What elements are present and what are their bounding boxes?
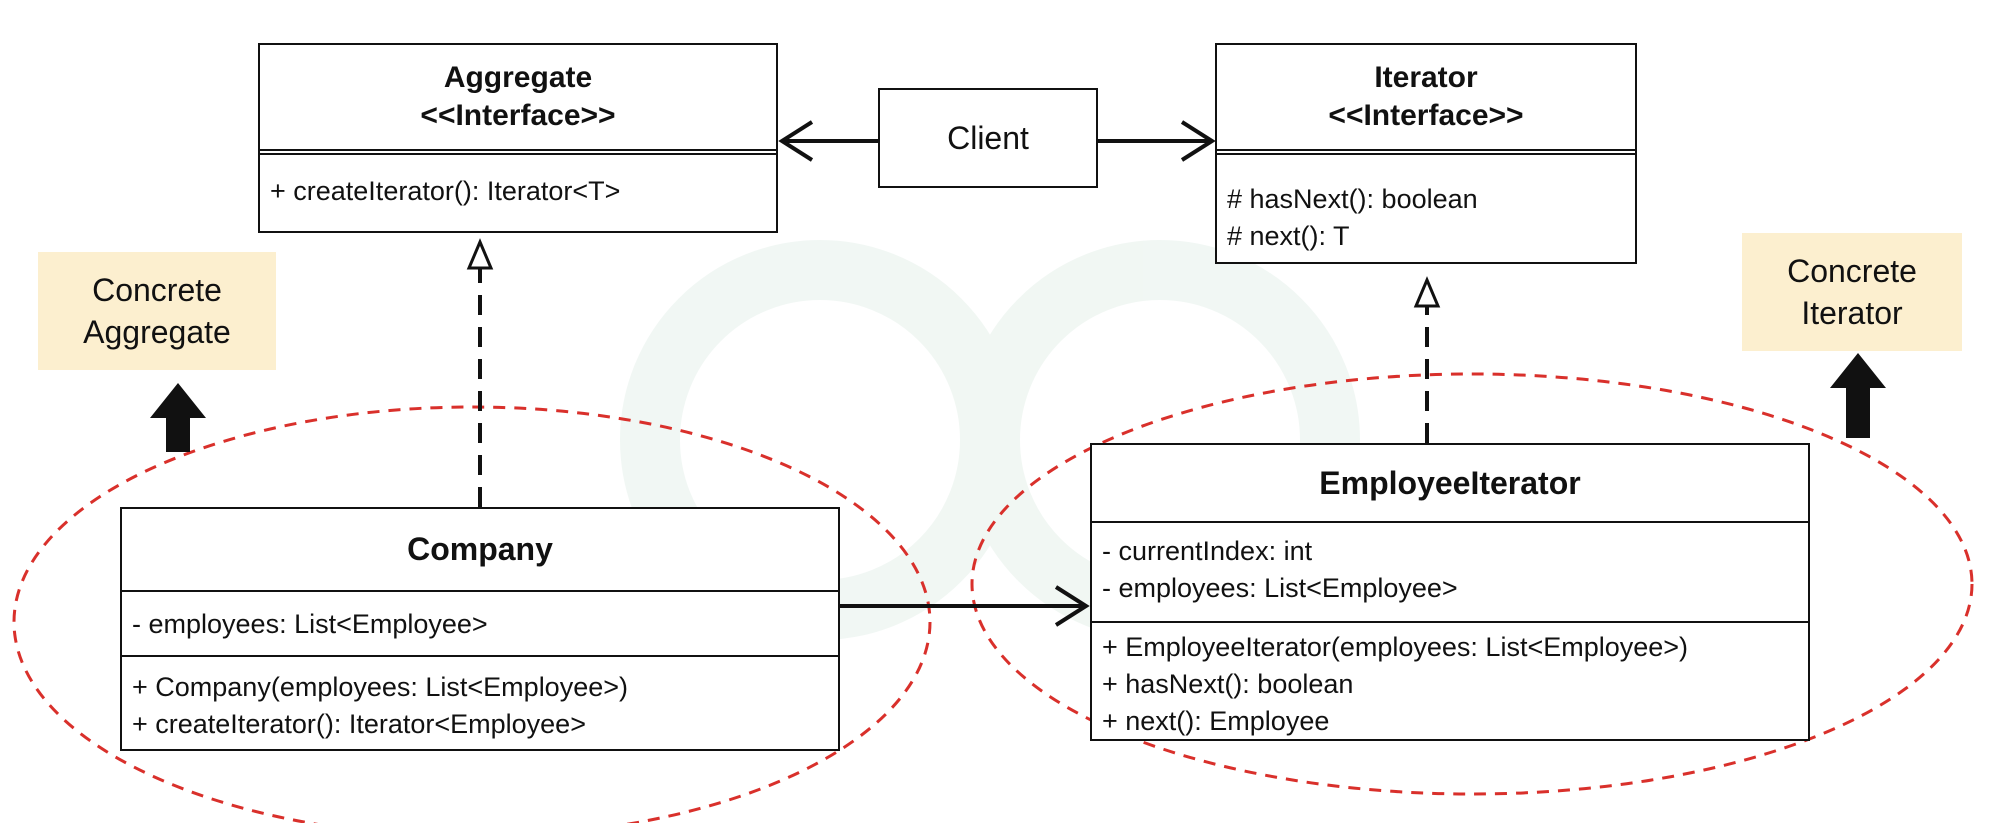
company-attribute: - employees: List<Employee> [132, 609, 488, 639]
company-methods: + Company(employees: List<Employee>) + c… [122, 655, 838, 749]
aggregate-methods: + createIterator(): Iterator<T> [260, 149, 776, 231]
concrete-aggregate-note: Concrete Aggregate [38, 252, 276, 370]
iterator-stereotype: <<Interface>> [1328, 99, 1524, 132]
iterator-interface-box: Iterator <<Interface>> # hasNext(): bool… [1215, 43, 1637, 264]
employee-iterator-class-box: EmployeeIterator - currentIndex: int - e… [1090, 443, 1810, 741]
aggregate-interface-box: Aggregate <<Interface>> + createIterator… [258, 43, 778, 233]
employee-iterator-attribute: - currentIndex: int [1102, 536, 1313, 566]
employee-iterator-method: + hasNext(): boolean [1102, 669, 1354, 699]
employee-iterator-title: EmployeeIterator [1319, 465, 1581, 501]
iterator-method: # next(): T [1227, 221, 1350, 251]
client-label: Client [947, 119, 1029, 156]
employee-iterator-realization-arrow [1413, 276, 1441, 443]
iterator-title: Iterator [1374, 61, 1478, 94]
concrete-iterator-highlight [970, 372, 1974, 796]
note-line: Iterator [1801, 295, 1903, 331]
employee-iterator-attributes: - currentIndex: int - employees: List<Em… [1092, 521, 1808, 621]
aggregate-header: Aggregate <<Interface>> [260, 45, 776, 149]
client-box: Client [878, 88, 1098, 188]
company-attributes: - employees: List<Employee> [122, 590, 838, 655]
aggregate-method: + createIterator(): Iterator<T> [270, 176, 621, 206]
iterator-method: # hasNext(): boolean [1227, 184, 1478, 214]
iterator-methods: # hasNext(): boolean # next(): T [1217, 149, 1635, 262]
iterator-header: Iterator <<Interface>> [1217, 45, 1635, 149]
company-method: + Company(employees: List<Employee>) [132, 672, 628, 702]
note-line: Aggregate [83, 314, 231, 350]
employee-iterator-method: + EmployeeIterator(employees: List<Emplo… [1102, 632, 1689, 662]
aggregate-title: Aggregate [443, 61, 593, 94]
company-class-box: Company - employees: List<Employee> + Co… [120, 507, 840, 751]
employee-iterator-methods: + EmployeeIterator(employees: List<Emplo… [1092, 621, 1808, 739]
up-arrow-icon [150, 383, 206, 452]
up-arrow-icon [1830, 353, 1886, 438]
concrete-iterator-note: Concrete Iterator [1742, 233, 1962, 351]
client-to-aggregate-arrow [778, 120, 878, 162]
employee-iterator-method: + next(): Employee [1102, 706, 1330, 736]
note-line: Concrete [92, 272, 222, 308]
company-title: Company [407, 531, 553, 567]
note-line: Concrete [1787, 253, 1917, 289]
company-to-employee-iterator-arrow [840, 585, 1090, 627]
concrete-aggregate-highlight [12, 405, 932, 823]
aggregate-stereotype: <<Interface>> [420, 99, 616, 132]
company-method: + createIterator(): Iterator<Employee> [132, 709, 586, 739]
company-realization-arrow [466, 238, 494, 507]
client-to-iterator-arrow [1098, 120, 1216, 162]
employee-iterator-attribute: - employees: List<Employee> [1102, 573, 1458, 603]
